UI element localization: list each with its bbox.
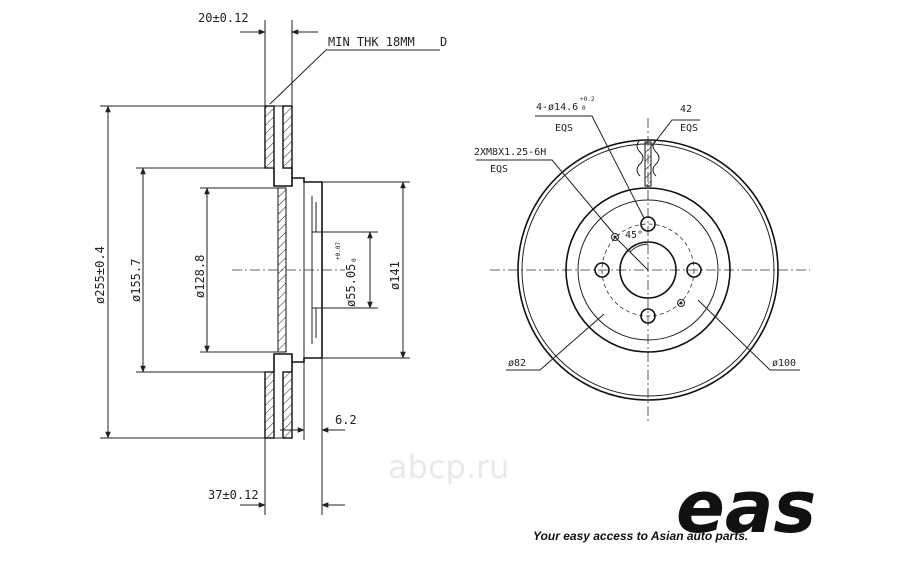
rotor-section-upper xyxy=(264,105,293,169)
brand-tagline: Your easy access to Asian auto parts. xyxy=(533,529,748,543)
bolt-hole-bottom xyxy=(640,308,656,324)
dim-vanes-note: EQS xyxy=(680,123,698,134)
dim-total-height: 37±0.12 xyxy=(208,488,259,502)
hat-outer xyxy=(565,187,731,353)
dim-thread-note: EQS xyxy=(490,164,508,175)
dim-holes-tol-upper: +0.2 xyxy=(580,96,595,103)
dim-hat-depth: 6.2 xyxy=(335,413,357,427)
brand-logo: eas xyxy=(676,465,816,549)
dim-thread: 2XM8X1.25-6H xyxy=(474,147,546,158)
dim-holes-note: EQS xyxy=(555,123,573,134)
dim-diameter-141: ø141 xyxy=(388,261,402,290)
dim-min-thickness-symbol: D xyxy=(440,35,447,49)
dim-min-thickness: MIN THK 18MM xyxy=(328,35,415,49)
side-view: 20±0.12 MIN THK 18MM D ø255±0.4 ø155.7 ø… xyxy=(93,11,447,515)
dim-bore: ø55.05 xyxy=(344,264,358,307)
dim-pcd: ø82 xyxy=(508,358,526,369)
dim-vanes: 42 xyxy=(680,104,692,115)
dim-holes-tol-lower: 0 xyxy=(582,105,586,112)
front-view: 45° 4-ø14.6 +0.2 0 EQS 42 EQS 2XM8X1.25-… xyxy=(474,96,810,424)
hub-profile xyxy=(273,168,323,372)
brand-block: eas Your easy access to Asian auto parts… xyxy=(533,465,816,549)
pcd-circle xyxy=(601,223,695,317)
dim-diameter-155: ø155.7 xyxy=(129,259,143,302)
dim-width-outer: 20±0.12 xyxy=(198,11,249,25)
bolt-hole-right xyxy=(686,262,702,278)
center-bore xyxy=(619,241,677,299)
dim-hub-diameter: ø100 xyxy=(772,358,796,369)
bolt-hole-top xyxy=(640,216,656,232)
rotor-section-lower xyxy=(264,371,293,439)
bolt-hole-left xyxy=(594,262,610,278)
thread-hole-lower-right xyxy=(677,299,685,307)
dim-bore-tol-lower: 0 xyxy=(351,258,358,262)
dim-outer-diameter: ø255±0.4 xyxy=(93,246,107,304)
hat-inner xyxy=(577,199,719,341)
dim-bore-tol-upper: +0.07 xyxy=(335,242,342,260)
vane-detail xyxy=(636,139,660,187)
dim-holes: 4-ø14.6 xyxy=(536,102,578,113)
watermark-text: abcp.ru xyxy=(388,448,509,486)
dim-angle: 45° xyxy=(625,230,643,241)
dim-diameter-128: ø128.8 xyxy=(193,255,207,298)
thread-hole-upper-left xyxy=(611,233,619,241)
disc-outer xyxy=(517,139,779,401)
